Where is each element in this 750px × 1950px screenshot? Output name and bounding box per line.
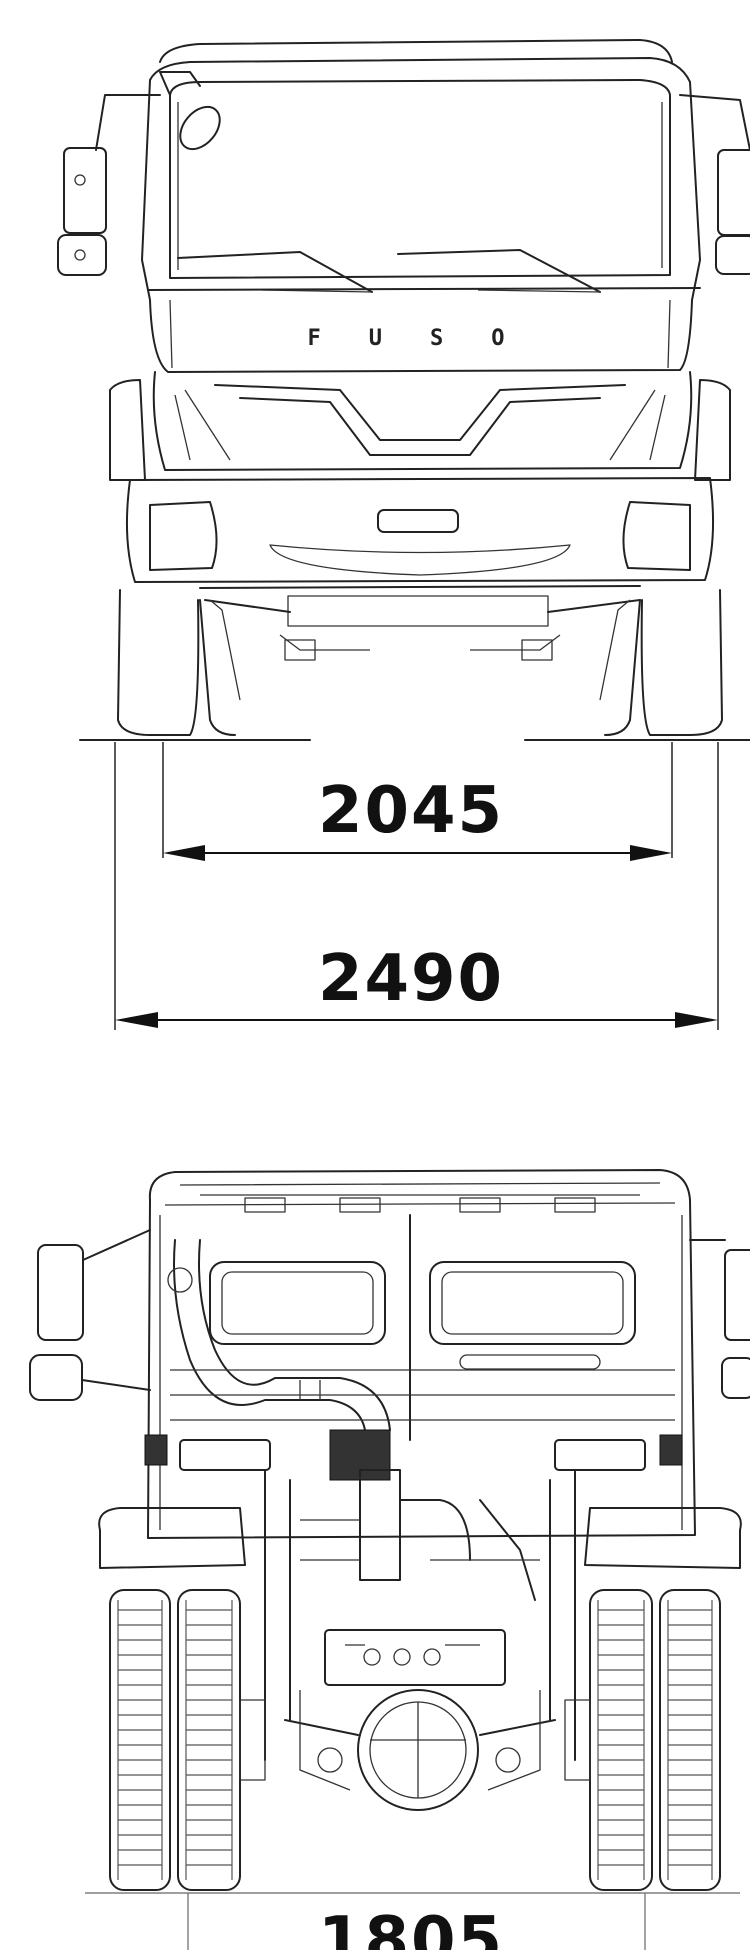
- track-width-value: 2045: [318, 774, 504, 848]
- track-arrow-left: [163, 845, 205, 861]
- overall-arrow-left: [115, 1012, 158, 1028]
- rear-view-drawing: [29, 1169, 750, 1894]
- overall-width-dimension: 2490: [114, 742, 719, 1030]
- overall-arrow-right: [675, 1012, 718, 1028]
- rear-track-width-value: 1805: [318, 1904, 504, 1950]
- front-view-drawing: FUSO: [57, 39, 750, 741]
- track-width-dimension: 2045: [162, 742, 673, 861]
- fuso-badge: FUSO: [308, 326, 553, 351]
- overall-width-value: 2490: [318, 942, 504, 1016]
- track-arrow-right: [630, 845, 672, 861]
- rear-track-dimension: 1805: [187, 1893, 646, 1950]
